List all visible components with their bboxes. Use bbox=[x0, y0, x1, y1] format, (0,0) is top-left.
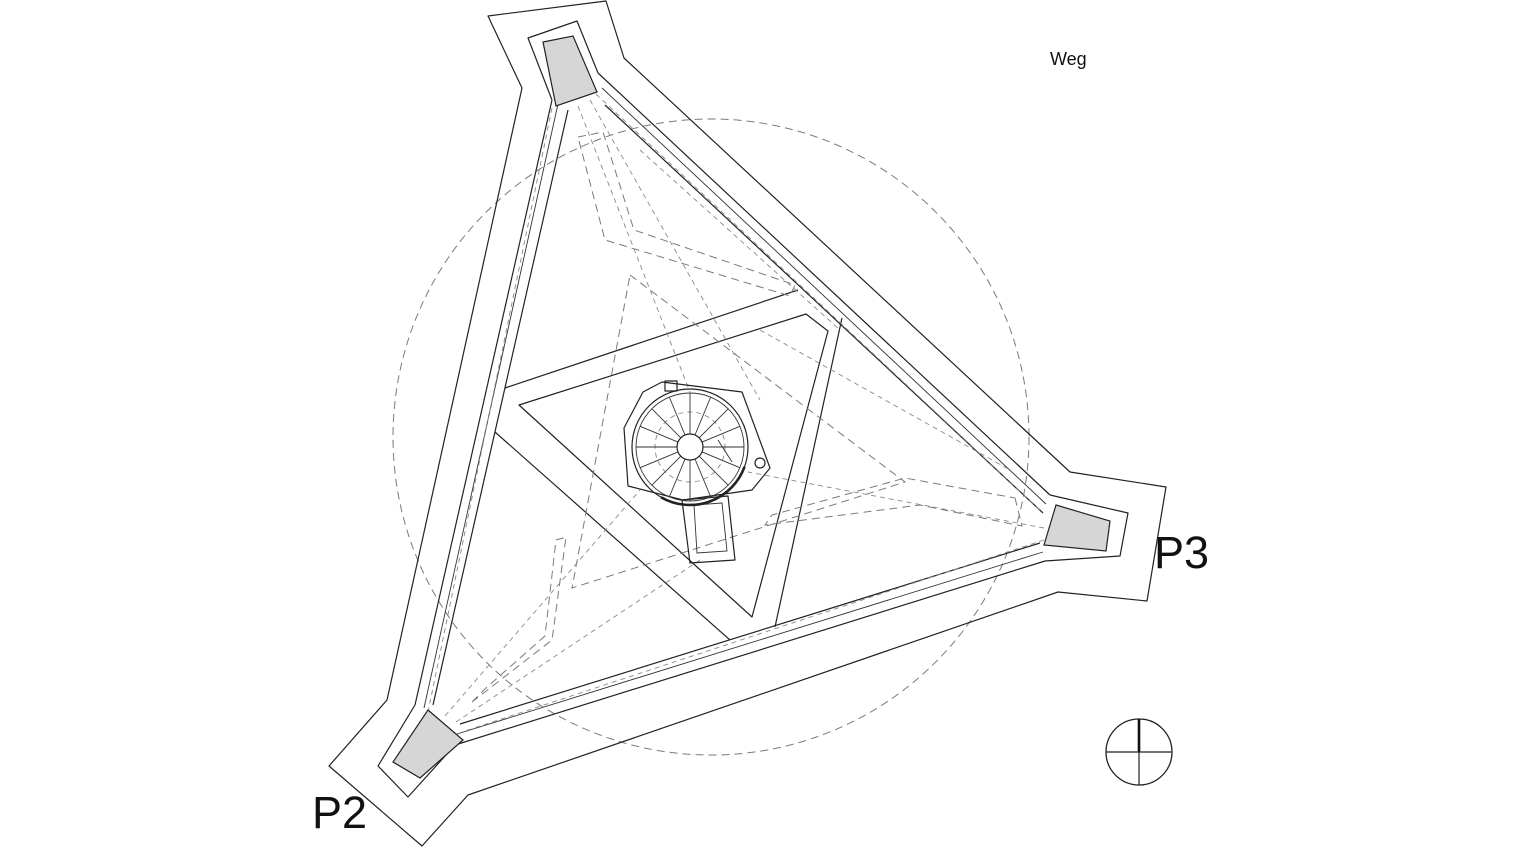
road-outer-edge-right bbox=[597, 72, 1051, 496]
label-p3: P3 bbox=[1154, 527, 1209, 578]
dashed-wedge-bottom bbox=[471, 536, 567, 703]
sightline-right-diagonal bbox=[759, 329, 1011, 471]
road-inner-edge-bottom bbox=[459, 542, 1041, 725]
tower-spoke bbox=[651, 408, 682, 439]
sightline-right-to-bottom-left bbox=[461, 539, 1045, 733]
central-triangle-lawn bbox=[518, 313, 829, 618]
site-boundary bbox=[328, 0, 1167, 847]
tower-arrow-mark bbox=[717, 439, 733, 463]
band-top-outer-edge bbox=[504, 289, 799, 389]
central-tower bbox=[623, 380, 771, 564]
tower-spoke bbox=[698, 408, 729, 439]
sightline-bottom-left-to-tower bbox=[444, 489, 641, 717]
road-inner-edge-left bbox=[432, 109, 569, 706]
dashed-site-circle bbox=[392, 118, 1030, 756]
tower-thick-arc bbox=[660, 466, 746, 507]
dashed-wedge-right bbox=[763, 477, 1023, 527]
road-center-line-right bbox=[601, 87, 1047, 505]
tower-spoke bbox=[701, 451, 741, 469]
road-cap-right bbox=[1044, 494, 1129, 562]
sightline-top-to-bottom-left bbox=[427, 107, 553, 713]
road-cap-top bbox=[527, 20, 599, 101]
label-p2: P2 bbox=[312, 787, 367, 838]
sightline-bottom-left-to-stair bbox=[455, 559, 701, 723]
tower-spoke bbox=[668, 458, 686, 498]
tower-spoke bbox=[694, 396, 712, 436]
sightline-top-diagonal bbox=[639, 149, 841, 331]
corner-block-top bbox=[542, 35, 598, 107]
dashed-inner-triangle bbox=[571, 274, 907, 589]
tower-stair-base-inner bbox=[693, 502, 728, 554]
corner-block-bottom-left bbox=[392, 709, 464, 779]
band-left-outer-edge bbox=[494, 431, 731, 641]
road-center-line-left bbox=[423, 103, 559, 709]
road-center-line-bottom bbox=[456, 551, 1044, 735]
label-weg: Weg bbox=[1050, 49, 1087, 69]
tower-spoke bbox=[701, 425, 741, 443]
tower-center-column bbox=[676, 433, 704, 461]
sightline-top-to-tower bbox=[577, 105, 691, 393]
road-cap-bottom-left bbox=[377, 704, 456, 798]
tower-stair-base bbox=[681, 495, 736, 564]
tower-spoke bbox=[651, 455, 682, 486]
north-arrow-icon bbox=[1105, 718, 1173, 786]
tower-small-circle bbox=[754, 457, 766, 469]
dashed-wedge-top bbox=[577, 131, 796, 297]
corner-block-right bbox=[1043, 504, 1111, 552]
sightline-top-to-tower-right bbox=[589, 99, 761, 401]
tower-spoke bbox=[639, 425, 679, 443]
band-right-outer-edge bbox=[774, 317, 843, 628]
tower-spoke bbox=[694, 458, 712, 498]
sightline-top-to-right bbox=[595, 93, 1041, 511]
tower-spoke bbox=[668, 396, 686, 436]
road-inner-edge-right bbox=[604, 104, 1044, 514]
tower-spoke bbox=[639, 451, 679, 469]
tower-spoke bbox=[698, 455, 729, 486]
road-outer-edge-bottom bbox=[454, 560, 1046, 746]
road-outer-edge-left bbox=[414, 99, 553, 706]
tower-small-square bbox=[664, 380, 678, 392]
